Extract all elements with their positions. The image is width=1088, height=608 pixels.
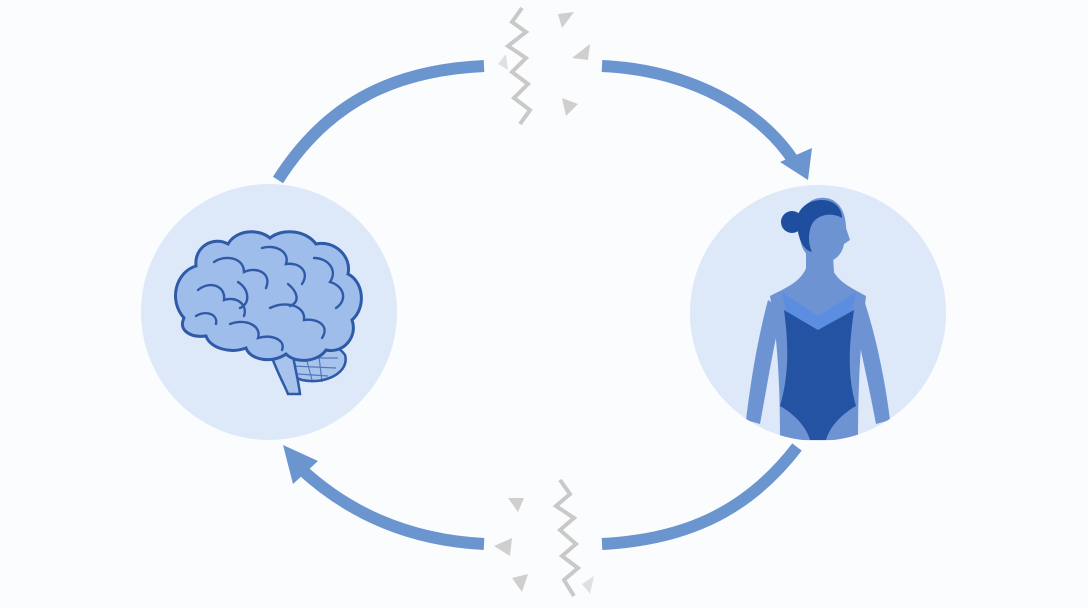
bottom-break-shards bbox=[494, 498, 594, 594]
figure-hair bbox=[796, 200, 842, 252]
brain-icon bbox=[174, 230, 363, 396]
top-break-mark bbox=[498, 6, 590, 126]
brain-folds bbox=[194, 245, 345, 352]
bottom-arc-right-segment bbox=[601, 443, 802, 550]
figure-hair-bun bbox=[781, 211, 803, 233]
bottom-arc-left-segment bbox=[295, 463, 485, 550]
bottom-connection-arrow bbox=[283, 443, 802, 550]
bottom-arrowhead bbox=[283, 445, 318, 484]
top-connection-arrow bbox=[272, 60, 812, 184]
body-node bbox=[690, 185, 946, 441]
figure-swimsuit bbox=[780, 310, 856, 440]
top-zigzag-line bbox=[504, 6, 533, 126]
body-figure-icon bbox=[746, 197, 890, 440]
bottom-zigzag-line bbox=[552, 478, 582, 598]
bottom-break-mark bbox=[494, 478, 594, 598]
top-arrowhead bbox=[780, 148, 812, 180]
figure-swimsuit-neckline bbox=[782, 292, 856, 330]
top-break-shards bbox=[498, 12, 590, 116]
brain-cerebrum bbox=[174, 230, 363, 362]
brain-node bbox=[141, 184, 397, 440]
top-arc-left-segment bbox=[272, 60, 485, 184]
figure-left-arm bbox=[746, 300, 782, 424]
top-arc-right-segment bbox=[601, 60, 799, 164]
